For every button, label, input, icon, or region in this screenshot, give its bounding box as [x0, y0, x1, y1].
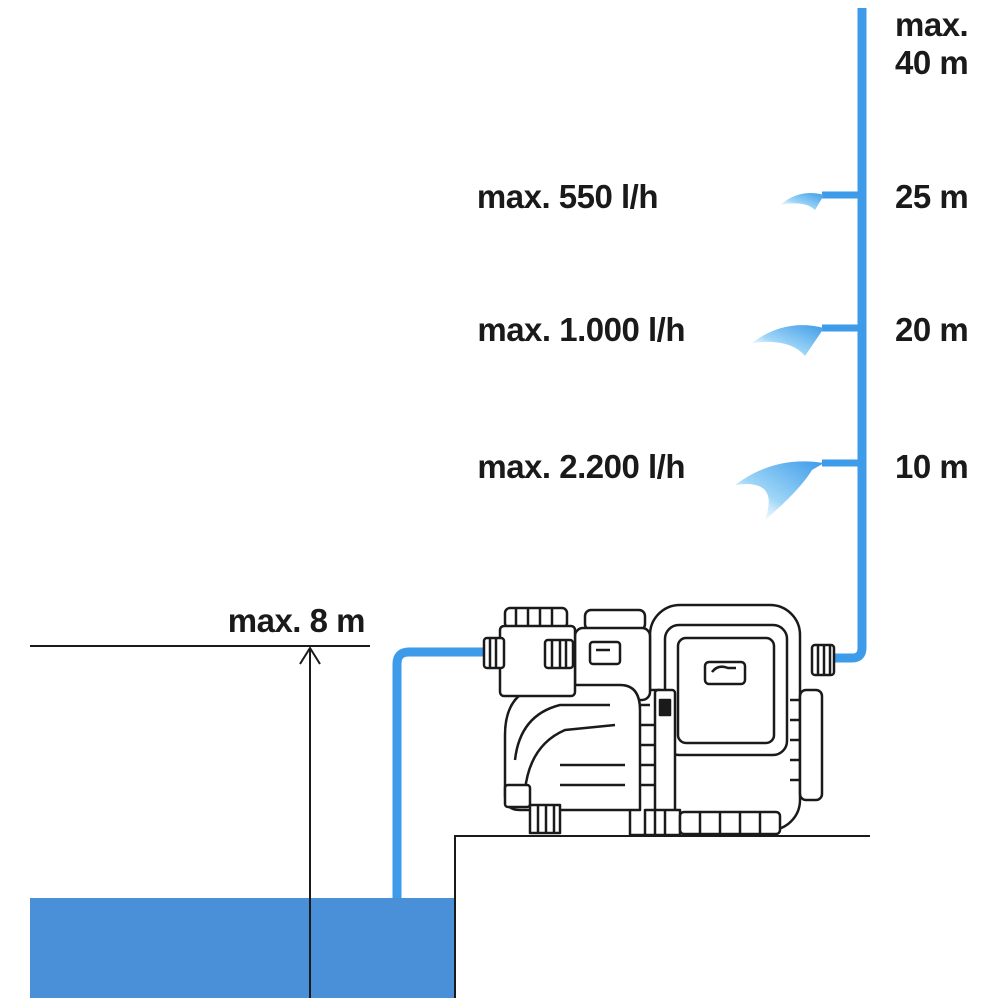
flow-label-550: max. 550 l/h: [476, 178, 659, 215]
height-label-10m: 10 m: [895, 448, 969, 485]
suction-height-arrow: [299, 646, 321, 998]
discharge-pipe: [832, 8, 867, 663]
flow-label-2200: max. 2.200 l/h: [477, 448, 685, 485]
max-height-value: 40 m: [895, 44, 969, 81]
height-label-20m: 20 m: [895, 311, 969, 348]
platform: [454, 835, 870, 998]
water-body: [30, 898, 455, 998]
pump-illustration: [482, 603, 836, 837]
outlet-25m: [780, 191, 862, 210]
suction-pipe: [392, 647, 484, 898]
suction-height-label: max. 8 m: [227, 602, 366, 639]
flow-label-1000: max. 1.000 l/h: [477, 311, 685, 348]
outlet-10m: [735, 459, 862, 520]
max-height-label: max.: [895, 6, 969, 43]
height-label-25m: 25 m: [895, 178, 969, 215]
outlet-20m: [752, 324, 862, 356]
